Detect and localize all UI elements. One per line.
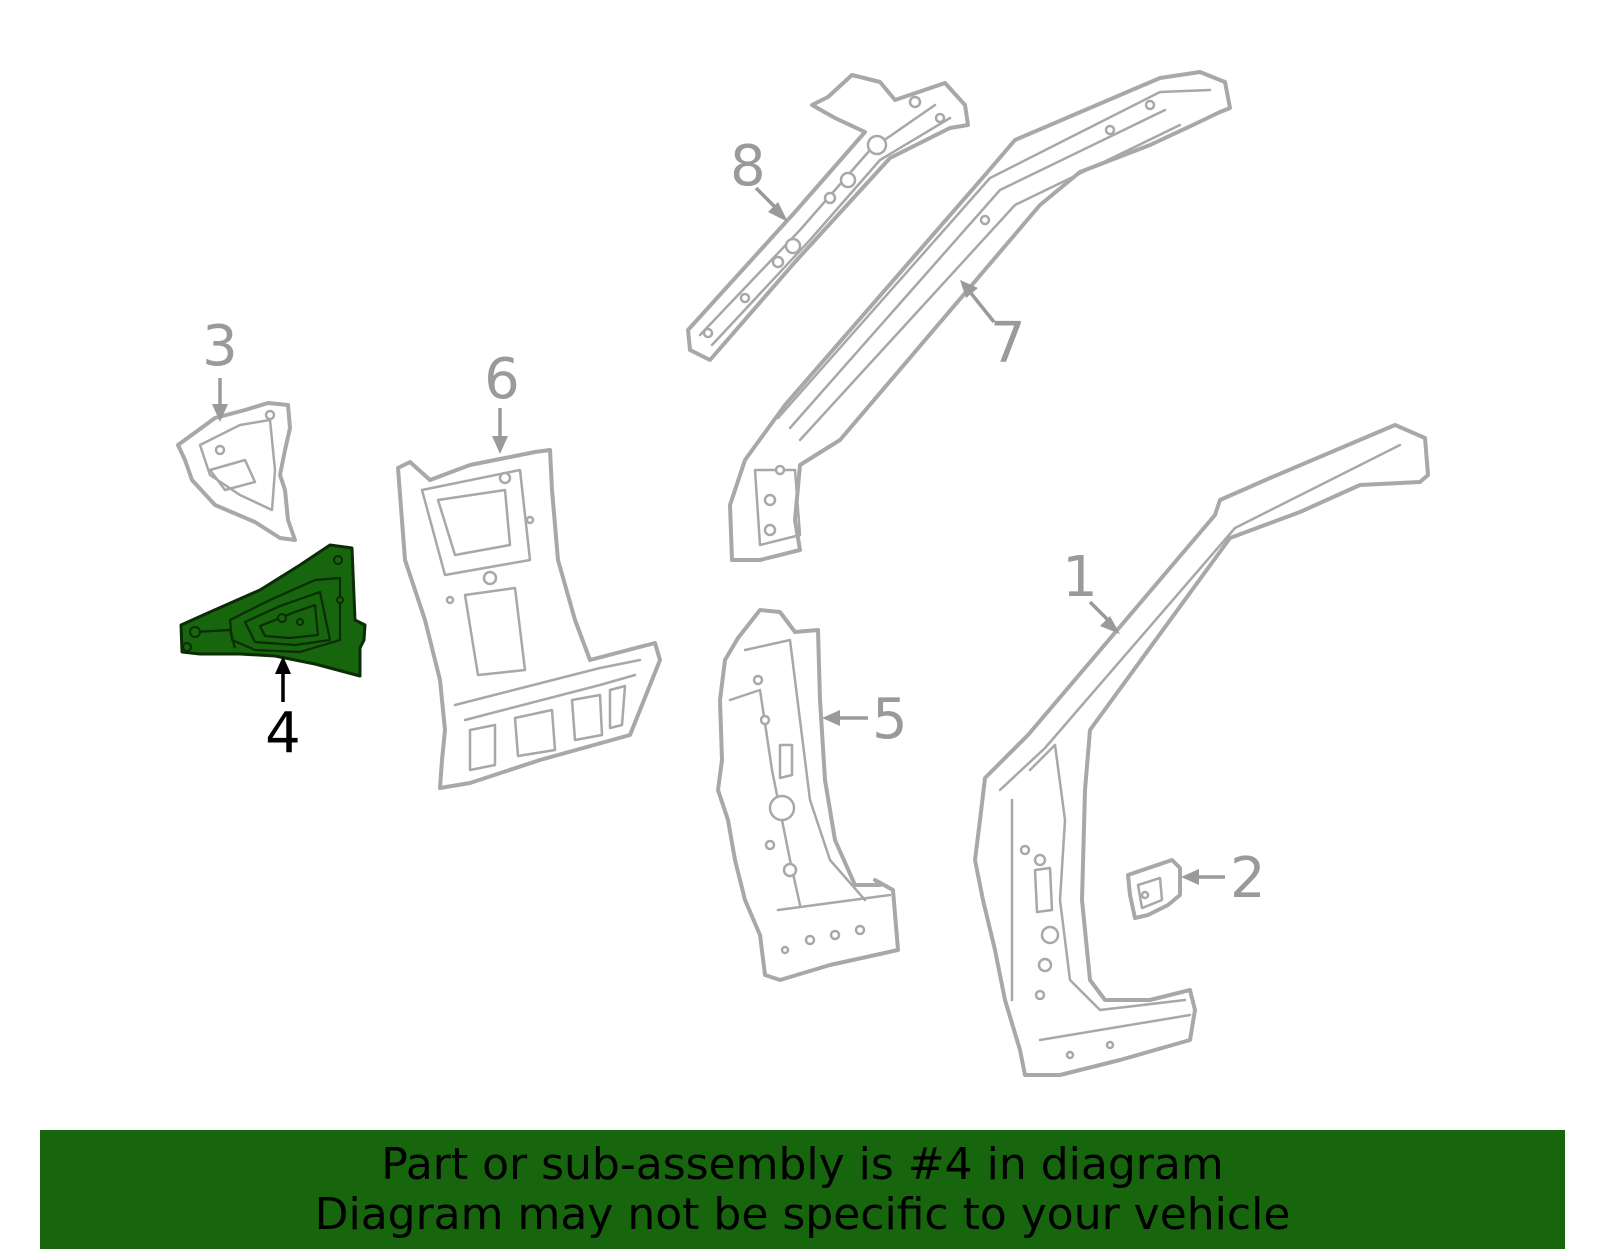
leader-7 <box>968 290 996 324</box>
part-2 <box>1126 858 1182 920</box>
callout-7: 7 <box>960 280 1026 376</box>
callout-label-3: 3 <box>202 314 238 379</box>
leader-1 <box>1088 600 1112 624</box>
callout-6: 6 <box>484 347 520 454</box>
info-banner: Part or sub-assembly is #4 in diagram Di… <box>40 1130 1565 1249</box>
callout-label-7: 7 <box>990 311 1026 376</box>
arrow-3 <box>212 404 228 422</box>
callout-8: 8 <box>730 134 788 222</box>
callout-label-1: 1 <box>1062 545 1098 610</box>
arrow-2 <box>1181 869 1199 885</box>
part-7 <box>728 70 1232 562</box>
part-3 <box>176 401 297 542</box>
callout-label-8: 8 <box>730 134 766 199</box>
callout-label-2: 2 <box>1230 846 1266 911</box>
callout-4: 4 <box>265 656 301 766</box>
callout-label-5: 5 <box>872 687 908 752</box>
callout-2: 2 <box>1181 846 1266 911</box>
arrow-4 <box>275 656 291 674</box>
part-6 <box>396 448 662 790</box>
callout-label-6: 6 <box>484 347 520 412</box>
banner-line-disclaimer: Diagram may not be specific to your vehi… <box>314 1188 1291 1240</box>
banner-line-part: Part or sub-assembly is #4 in diagram <box>381 1138 1224 1190</box>
callout-1: 1 <box>1062 545 1120 634</box>
part-5 <box>716 608 900 982</box>
arrow-6 <box>492 436 508 454</box>
arrow-5 <box>822 710 840 726</box>
part-8 <box>686 73 970 362</box>
part-1 <box>973 423 1430 1077</box>
part-4-highlighted <box>179 543 367 678</box>
callout-5: 5 <box>822 687 908 752</box>
callout-3: 3 <box>202 314 238 422</box>
arrow-7 <box>960 280 978 298</box>
callout-label-4: 4 <box>265 701 301 766</box>
arrow-8 <box>768 202 788 222</box>
arrow-1 <box>1100 616 1120 634</box>
